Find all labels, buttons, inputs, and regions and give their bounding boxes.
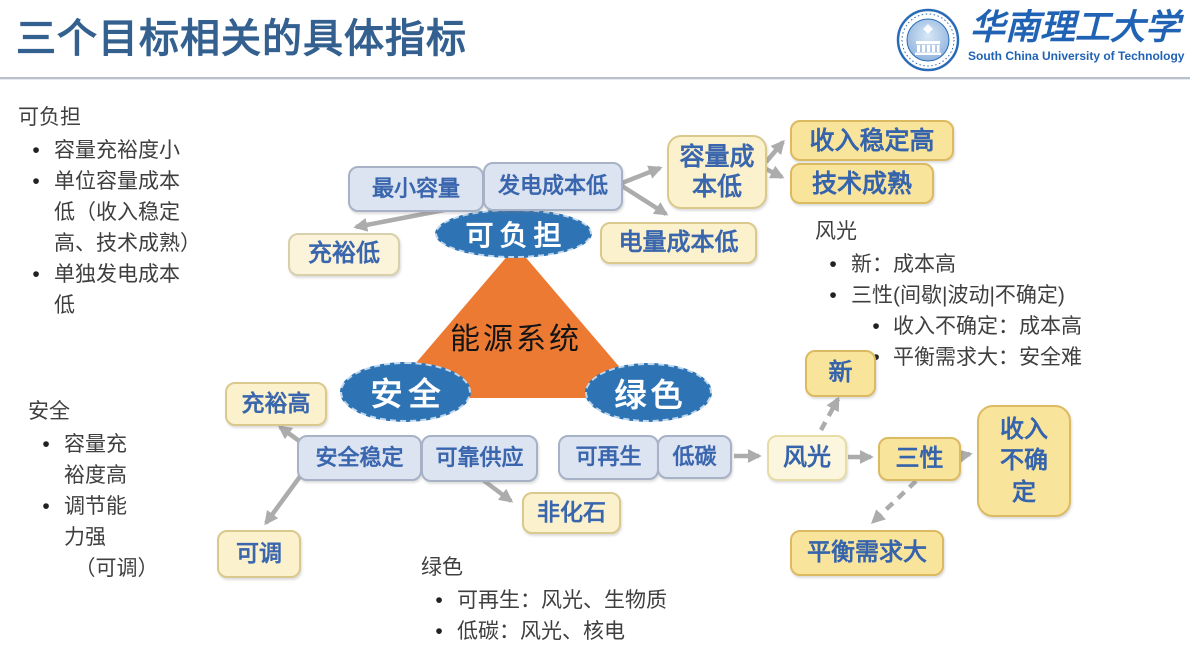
node-wind-solar: 风光	[767, 435, 847, 481]
note-wind-solar-title: 风光	[815, 220, 857, 243]
title-divider	[0, 77, 1190, 79]
goal-ellipse-safe: 安全	[340, 362, 471, 422]
bullet-icon: •	[435, 620, 443, 643]
bullet-icon: •	[32, 170, 40, 193]
node-renewable: 可再生	[558, 435, 659, 480]
node-income-stable-high: 收入稳定高	[790, 120, 954, 161]
bullet-icon: •	[872, 346, 880, 369]
bullet-icon: •	[829, 253, 837, 276]
bullet-icon: •	[32, 263, 40, 286]
list-item: •可再生：风光、生物质	[421, 585, 761, 616]
node-gen-cost-low: 发电成本低	[483, 162, 623, 211]
node-balance-demand: 平衡需求大	[790, 530, 944, 576]
logo-en-text: South China University of Technology	[968, 49, 1185, 63]
connector-three-traits-to-balance-demand	[870, 479, 918, 524]
list-item: •单独发电成本 低	[18, 259, 248, 321]
list-item: •单位容量成本 低（收入稳定 高、技术成熟）	[18, 166, 248, 259]
bullet-icon: •	[872, 315, 880, 338]
node-reliable-supply: 可靠供应	[421, 435, 538, 482]
list-item: •低碳：风光、核电	[421, 616, 761, 647]
node-adequacy-high: 充裕高	[225, 382, 327, 426]
list-item: •容量充 裕度高	[28, 429, 228, 491]
bullet-icon: •	[32, 139, 40, 162]
note-wind-solar: 风光 •新：成本高 •三性(间歇|波动|不确定) •收入不确定：成本高 •平衡需…	[815, 216, 1185, 373]
energy-system-label: 能源系统	[450, 323, 582, 356]
list-item: •收入不确定：成本高	[859, 311, 1185, 342]
note-green: 绿色 •可再生：风光、生物质 •低碳：风光、核电	[421, 552, 761, 647]
goal-ellipse-affordable: 可负担	[435, 209, 592, 258]
node-energy-cost-low: 电量成本低	[600, 222, 757, 264]
goal-ellipse-green: 绿色	[585, 363, 712, 422]
list-item: •三性(间歇|波动|不确定)	[815, 280, 1185, 311]
node-adjustable: 可调	[217, 530, 301, 578]
page-title: 三个目标相关的具体指标	[16, 17, 467, 61]
list-item: •容量充裕度小	[18, 135, 248, 166]
connector-wind-solar-to-new	[819, 396, 840, 432]
connector-reliable-supply-to-non-fossil	[481, 478, 514, 503]
list-item: •调节能 力强 （可调）	[28, 491, 228, 584]
node-capacity-cost-low: 容量成 本低	[667, 135, 767, 209]
connector-three-traits-to-income-uncertain	[957, 449, 973, 464]
note-affordable: 可负担 •容量充裕度小 •单位容量成本 低（收入稳定 高、技术成熟） •单独发电…	[18, 102, 248, 321]
node-secure-stable: 安全稳定	[297, 435, 422, 481]
list-item: •平衡需求大：安全难	[859, 342, 1185, 373]
list-item: •新：成本高	[815, 249, 1185, 280]
node-min-capacity: 最小容量	[348, 166, 484, 212]
connector-capacity-cost-to-income-stable	[764, 139, 785, 164]
bullet-icon: •	[829, 284, 837, 307]
node-adequacy-low: 充裕低	[288, 233, 400, 276]
node-low-carbon: 低碳	[657, 435, 732, 479]
university-seal-icon	[896, 8, 960, 72]
note-green-title: 绿色	[421, 556, 463, 579]
connector-gen-cost-to-energy-cost	[620, 184, 669, 216]
bullet-icon: •	[435, 589, 443, 612]
node-income-uncertain: 收入 不确 定	[977, 405, 1071, 517]
connector-capacity-cost-to-tech-mature	[764, 165, 785, 180]
logo-cn-text: 华南理工大学	[969, 8, 1180, 47]
node-tech-mature: 技术成熟	[790, 163, 934, 204]
note-affordable-title: 可负担	[18, 106, 81, 129]
node-new: 新	[805, 350, 876, 397]
note-safe: 安全 •容量充 裕度高 •调节能 力强 （可调）	[28, 396, 228, 584]
bullet-icon: •	[42, 495, 50, 518]
bullet-icon: •	[42, 433, 50, 456]
note-safe-title: 安全	[28, 400, 70, 423]
node-non-fossil: 非化石	[522, 492, 621, 534]
university-logo: 华南理工大学 South China University of Technol…	[896, 8, 1185, 72]
node-three-traits: 三性	[878, 437, 961, 481]
connector-gen-cost-to-capacity-cost	[621, 165, 663, 186]
